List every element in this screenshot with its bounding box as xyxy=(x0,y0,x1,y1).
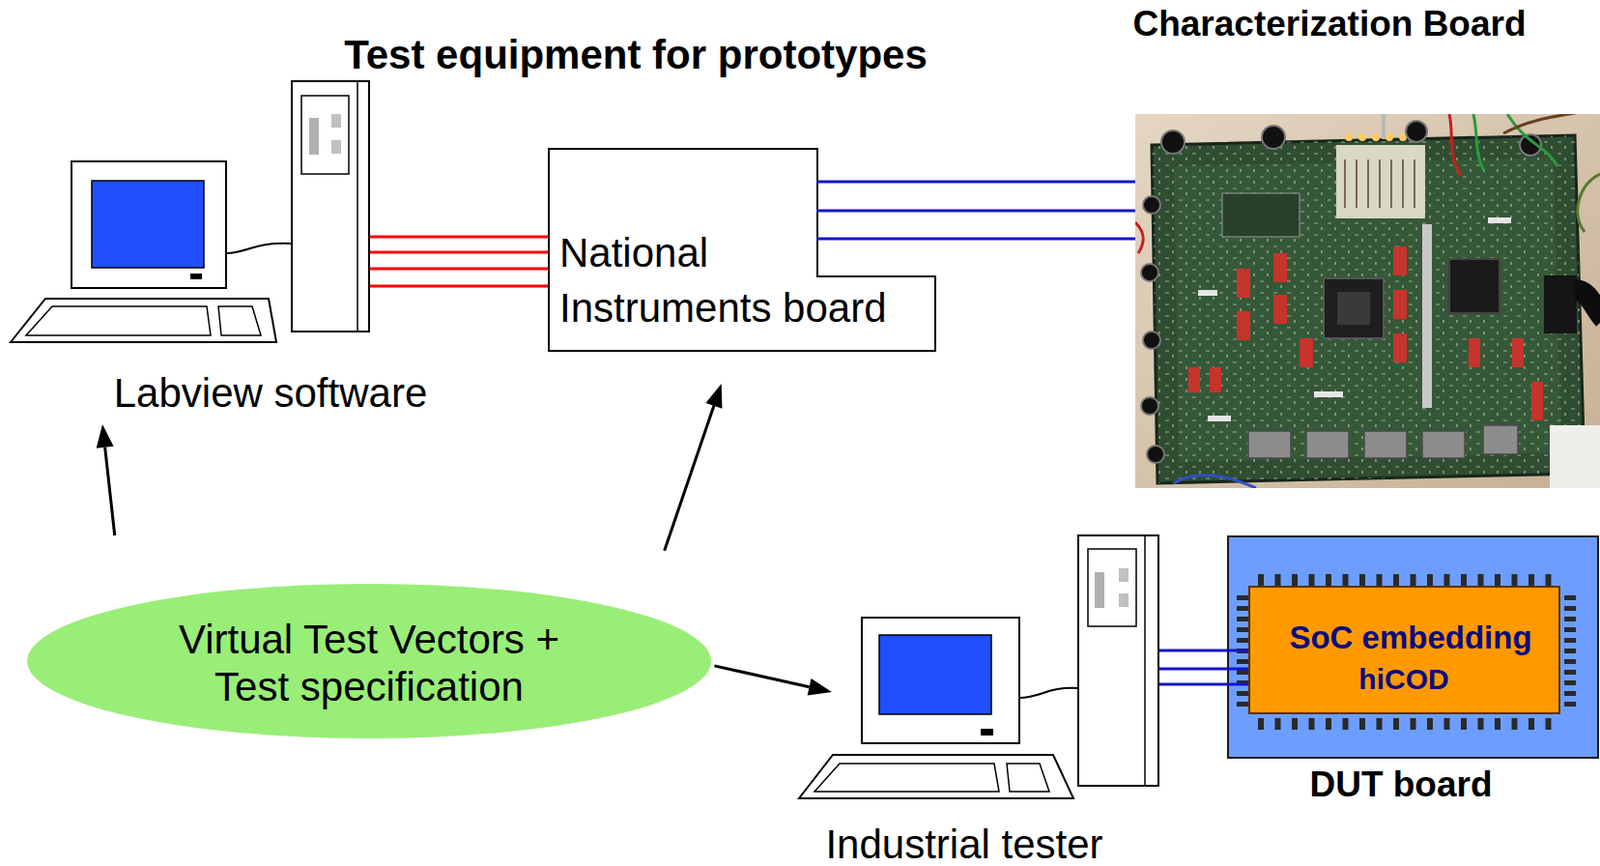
connector-line xyxy=(370,285,548,287)
station-label: Labview software xyxy=(114,370,429,417)
computer-figure xyxy=(10,81,370,343)
connector-line xyxy=(816,181,1136,183)
ellipse-label-holder: Virtual Test Vectors + Test specificatio… xyxy=(142,615,597,711)
diagram-title-holder: Test equipment for prototypes xyxy=(343,34,928,76)
chip-label: SoC embedding xyxy=(1288,619,1532,657)
connector-line xyxy=(664,383,723,551)
chip-label: hiCOD xyxy=(1358,662,1449,696)
box-label-holder: National Instruments board xyxy=(559,225,898,336)
station-label-holder: Labview software xyxy=(114,370,429,417)
board-label: DUT board xyxy=(1309,764,1492,805)
diagram-title: Test equipment for prototypes xyxy=(343,34,928,76)
chip-label-holder: SoC embedding xyxy=(1288,619,1532,657)
station-label: Industrial tester xyxy=(825,824,1103,865)
chip-label-holder: hiCOD xyxy=(1358,662,1449,696)
soc-chip: SoC embedding hiCOD xyxy=(1248,585,1561,715)
computer-station: Labview software xyxy=(5,79,371,333)
board-photo-frame: Characterization Board xyxy=(1135,114,1600,488)
instrument-box: National Instruments board xyxy=(547,147,937,352)
box-label: National Instruments board xyxy=(559,225,898,336)
connector-line xyxy=(370,268,548,270)
connector-line xyxy=(1159,668,1249,670)
photo-heading-holder: Characterization Board xyxy=(1132,3,1526,45)
connector-line xyxy=(370,236,548,238)
photo-heading: Characterization Board xyxy=(1132,3,1526,45)
board-label-holder: DUT board xyxy=(1309,764,1492,805)
spec-ellipse: Virtual Test Vectors + Test specificatio… xyxy=(27,583,712,739)
connector-line xyxy=(816,210,1136,212)
connector-line xyxy=(370,252,548,254)
ellipse-label: Virtual Test Vectors + Test specificatio… xyxy=(142,615,597,711)
dut-board: DUT boardSoC embeddinghiCOD xyxy=(1227,535,1600,759)
connector-line xyxy=(1159,684,1249,686)
station-label-holder: Industrial tester xyxy=(825,824,1103,865)
connector-line xyxy=(96,424,115,536)
connector-line xyxy=(1159,650,1249,652)
board-photo xyxy=(1135,114,1600,488)
computer-figure xyxy=(799,535,1159,799)
computer-station: Industrial tester xyxy=(798,533,1160,800)
connector-line xyxy=(714,665,832,696)
connector-line xyxy=(816,238,1136,240)
